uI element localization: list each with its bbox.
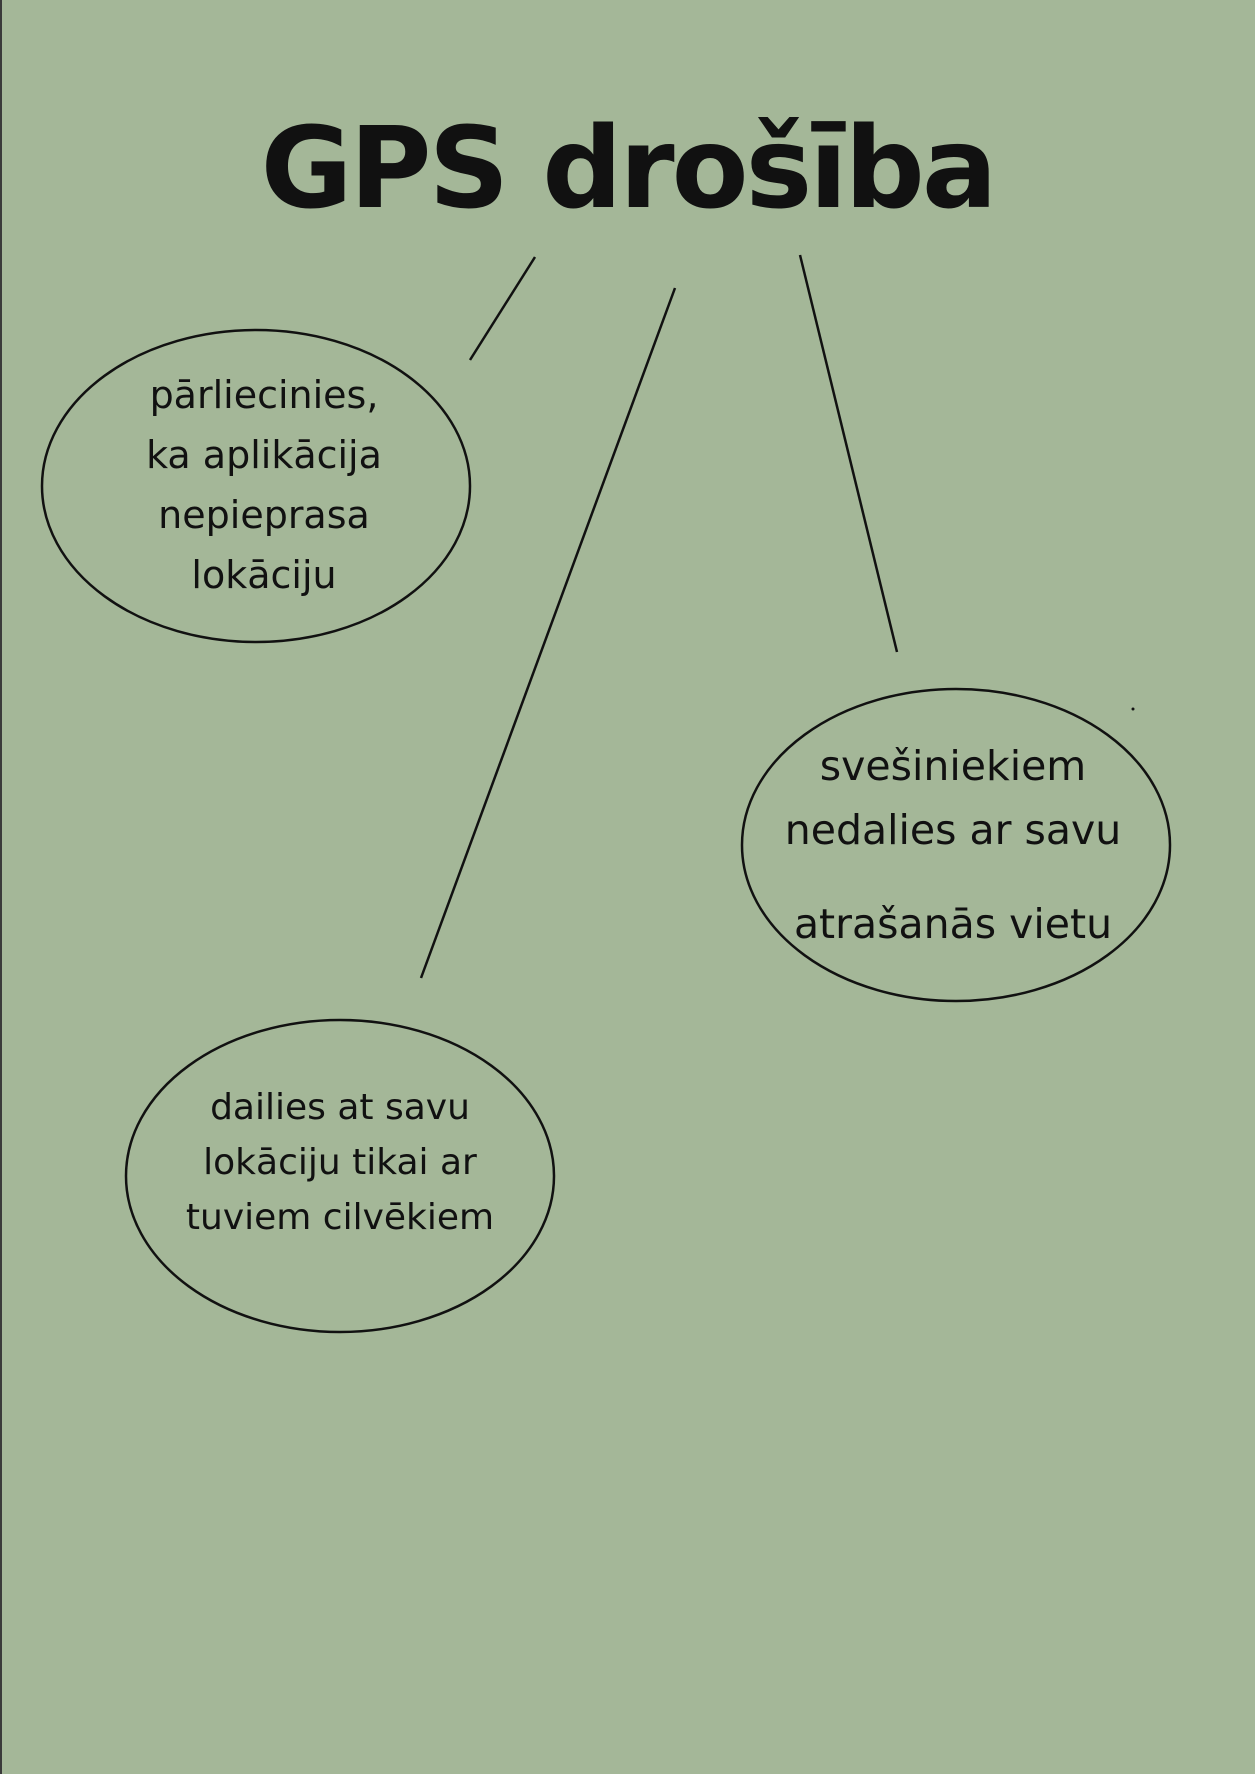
bubble-line: dailies at savu	[210, 1087, 470, 1128]
bubble-text-close-people: dailies at savu lokāciju tikai ar tuviem…	[140, 1080, 540, 1245]
bubble-line: pārliecinies,	[149, 373, 379, 417]
bubble-line: nepieprasa	[158, 493, 370, 537]
connector-line-close-people	[419, 287, 677, 979]
bubble-line: svešiniekiem	[819, 742, 1087, 790]
bubble-app-location	[40, 328, 472, 644]
bubble-text-app-location: pārliecinies, ka aplikācija nepieprasa l…	[62, 365, 466, 605]
bubble-line: tuviem cilvēkiem	[185, 1197, 495, 1238]
bubble-strangers	[740, 687, 1172, 1003]
bubble-close-people	[124, 1018, 556, 1334]
bubble-line: lokāciju tikai ar	[203, 1142, 477, 1183]
connector-line-strangers	[798, 254, 899, 653]
bubble-text-strangers: svešiniekiem nedalies ar savu atrašanās …	[748, 734, 1158, 956]
bubble-line: lokāciju	[191, 553, 337, 597]
diagram-title: GPS drošība	[260, 104, 998, 234]
connector-line-app-location	[468, 256, 537, 361]
stray-dot	[1131, 707, 1135, 711]
page-left-edge	[0, 0, 2, 1774]
bubble-line: nedalies ar savu	[784, 806, 1122, 854]
bubble-line: atrašanās vietu	[793, 900, 1113, 948]
bubble-line: ka aplikācija	[146, 433, 382, 477]
